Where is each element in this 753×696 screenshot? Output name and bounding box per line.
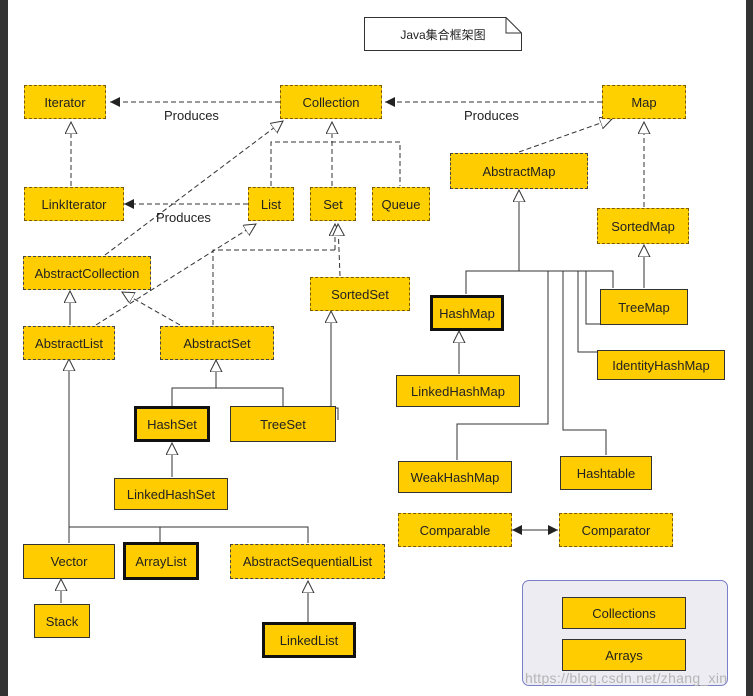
diagram-title-text: Java集合框架图 <box>400 27 486 42</box>
node-comparable[interactable]: Comparable <box>398 513 512 547</box>
node-abstractmap[interactable]: AbstractMap <box>450 153 588 189</box>
node-abstractcollection[interactable]: AbstractCollection <box>23 256 151 290</box>
node-linkedhashset[interactable]: LinkedHashSet <box>114 478 228 510</box>
note-shape-icon <box>364 17 522 51</box>
node-identityhashmap[interactable]: IdentityHashMap <box>597 350 725 380</box>
node-comparator[interactable]: Comparator <box>559 513 673 547</box>
produces-label: Produces <box>164 108 219 123</box>
node-weakhashmap[interactable]: WeakHashMap <box>398 461 512 493</box>
legend-arrays[interactable]: Arrays <box>562 639 686 671</box>
node-hashtable[interactable]: Hashtable <box>560 456 652 490</box>
node-iterator[interactable]: Iterator <box>24 85 106 119</box>
node-linkiterator[interactable]: LinkIterator <box>24 187 124 221</box>
node-abstractlist[interactable]: AbstractList <box>23 326 115 360</box>
node-stack[interactable]: Stack <box>34 604 90 638</box>
node-arraylist[interactable]: ArrayList <box>123 542 199 580</box>
node-list[interactable]: List <box>248 187 294 221</box>
node-map[interactable]: Map <box>602 85 686 119</box>
node-sortedset[interactable]: SortedSet <box>310 277 410 311</box>
produces-label: Produces <box>464 108 519 123</box>
legend-collections[interactable]: Collections <box>562 597 686 629</box>
node-hashset[interactable]: HashSet <box>134 406 210 442</box>
node-abstractset[interactable]: AbstractSet <box>160 326 274 360</box>
legend-panel: Collections Arrays <box>522 580 728 686</box>
node-vector[interactable]: Vector <box>23 544 115 579</box>
node-abstractsequentiallist[interactable]: AbstractSequentialList <box>230 544 385 579</box>
produces-label: Produces <box>156 210 211 225</box>
node-set[interactable]: Set <box>310 187 356 221</box>
node-collection[interactable]: Collection <box>280 85 382 119</box>
diagram-title: Java集合框架图 <box>364 17 522 51</box>
watermark: https://blog.csdn.net/zhang_xin <box>525 670 728 686</box>
node-linkedhashmap[interactable]: LinkedHashMap <box>396 375 520 407</box>
node-treemap[interactable]: TreeMap <box>600 289 688 325</box>
node-treeset[interactable]: TreeSet <box>230 406 336 442</box>
node-hashmap[interactable]: HashMap <box>430 295 504 331</box>
node-linkedlist[interactable]: LinkedList <box>262 622 356 658</box>
node-queue[interactable]: Queue <box>372 187 430 221</box>
node-sortedmap[interactable]: SortedMap <box>597 208 689 244</box>
